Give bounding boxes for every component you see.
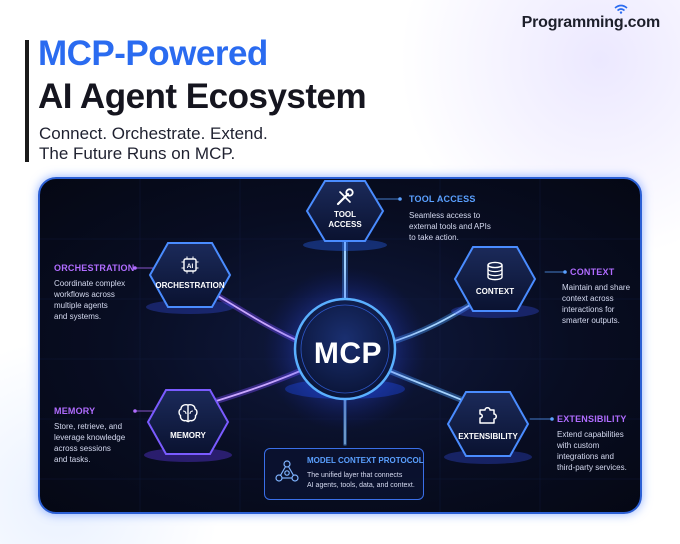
mcp-hub-circle bbox=[293, 297, 397, 401]
puzzle-piece-icon bbox=[479, 407, 497, 424]
page-title-line2: AI Agent Ecosystem bbox=[38, 77, 367, 116]
node-context-label: CONTEXT bbox=[475, 287, 515, 296]
orchestration-desc-line: and systems. bbox=[54, 312, 102, 321]
protocol-desc: The unified layer that connects AI agent… bbox=[307, 471, 415, 491]
node-orchestration-label: ORCHESTRATION bbox=[155, 281, 225, 290]
model-context-protocol-box: MODEL CONTEXT PROTOCOL The unified layer… bbox=[264, 448, 424, 500]
diagram-graphics bbox=[40, 179, 640, 512]
extensibility-desc-line: third-party services. bbox=[557, 463, 627, 472]
tool-access-desc: Seamless access to external tools and AP… bbox=[409, 210, 491, 243]
page-title-line1: MCP-Powered bbox=[38, 34, 268, 73]
context-title: CONTEXT bbox=[570, 267, 615, 277]
orchestration-desc-line: multiple agents bbox=[54, 301, 108, 310]
context-desc-line: context across bbox=[562, 294, 614, 303]
mcp-hub-label: MCP bbox=[313, 337, 383, 370]
memory-desc-line: and tasks. bbox=[54, 455, 91, 464]
extensibility-desc-line: with custom bbox=[557, 441, 600, 450]
tagline-line1: Connect. Orchestrate. Extend. bbox=[39, 124, 268, 143]
callout-dots bbox=[133, 197, 567, 421]
tagline-line2: The Future Runs on MCP. bbox=[39, 144, 236, 163]
tool-access-desc-line: external tools and APIs bbox=[409, 222, 491, 231]
memory-title: MEMORY bbox=[54, 406, 96, 416]
node-extensibility-label: EXTENSIBILITY bbox=[458, 432, 518, 441]
tool-access-desc-line: Seamless access to bbox=[409, 211, 481, 220]
node-context-hex bbox=[451, 246, 539, 318]
database-icon bbox=[487, 261, 503, 281]
node-extensibility-hex bbox=[444, 391, 532, 464]
protocol-desc-line: The unified layer that connects bbox=[307, 472, 403, 479]
tagline: Connect. Orchestrate. Extend. The Future… bbox=[39, 124, 268, 164]
svg-text:AI: AI bbox=[187, 263, 194, 270]
network-icon bbox=[275, 460, 299, 482]
orchestration-desc-line: workflows across bbox=[54, 290, 115, 299]
node-tool-access-label-line1: TOOL bbox=[333, 210, 357, 219]
context-desc-line: interactions for bbox=[562, 305, 615, 314]
brand-logo[interactable]: Programming.com bbox=[521, 14, 661, 31]
extensibility-desc-line: Extend capabilities bbox=[557, 430, 624, 439]
node-memory-label: MEMORY bbox=[170, 431, 206, 440]
protocol-desc-line: AI agents, tools, data, and context. bbox=[307, 482, 415, 489]
ecosystem-diagram: AI TOOL ACCESS ORCHESTRATION CONTEXT MEM… bbox=[38, 177, 642, 514]
memory-desc-line: across sessions bbox=[54, 444, 111, 453]
node-orchestration-hex bbox=[146, 242, 234, 314]
context-desc-line: smarter outputs. bbox=[562, 316, 620, 325]
node-tool-access-hex bbox=[303, 180, 387, 251]
ai-chip-icon: AI bbox=[181, 256, 199, 274]
context-desc: Maintain and share context across intera… bbox=[562, 282, 630, 326]
extensibility-desc-line: integrations and bbox=[557, 452, 614, 461]
tool-access-desc-line: to take action. bbox=[409, 233, 459, 242]
extensibility-desc: Extend capabilities with custom integrat… bbox=[557, 429, 627, 473]
tools-icon bbox=[336, 188, 354, 206]
title-accent-bar bbox=[25, 40, 29, 162]
extensibility-title: EXTENSIBILITY bbox=[557, 414, 627, 424]
node-tool-access-label: TOOL ACCESS bbox=[315, 210, 375, 230]
memory-desc-line: Store, retrieve, and bbox=[54, 422, 123, 431]
tool-access-title: TOOL ACCESS bbox=[409, 194, 476, 204]
orchestration-desc-line: Coordinate complex bbox=[54, 279, 126, 288]
orchestration-desc: Coordinate complex workflows across mult… bbox=[54, 278, 125, 322]
context-desc-line: Maintain and share bbox=[562, 283, 631, 292]
brain-icon bbox=[178, 404, 198, 423]
orchestration-title: ORCHESTRATION bbox=[54, 263, 135, 273]
memory-desc-line: leverage knowledge bbox=[54, 433, 126, 442]
protocol-title: MODEL CONTEXT PROTOCOL bbox=[307, 456, 424, 465]
node-tool-access-label-line2: ACCESS bbox=[328, 220, 362, 229]
wifi-icon bbox=[614, 4, 628, 14]
memory-desc: Store, retrieve, and leverage knowledge … bbox=[54, 421, 125, 465]
